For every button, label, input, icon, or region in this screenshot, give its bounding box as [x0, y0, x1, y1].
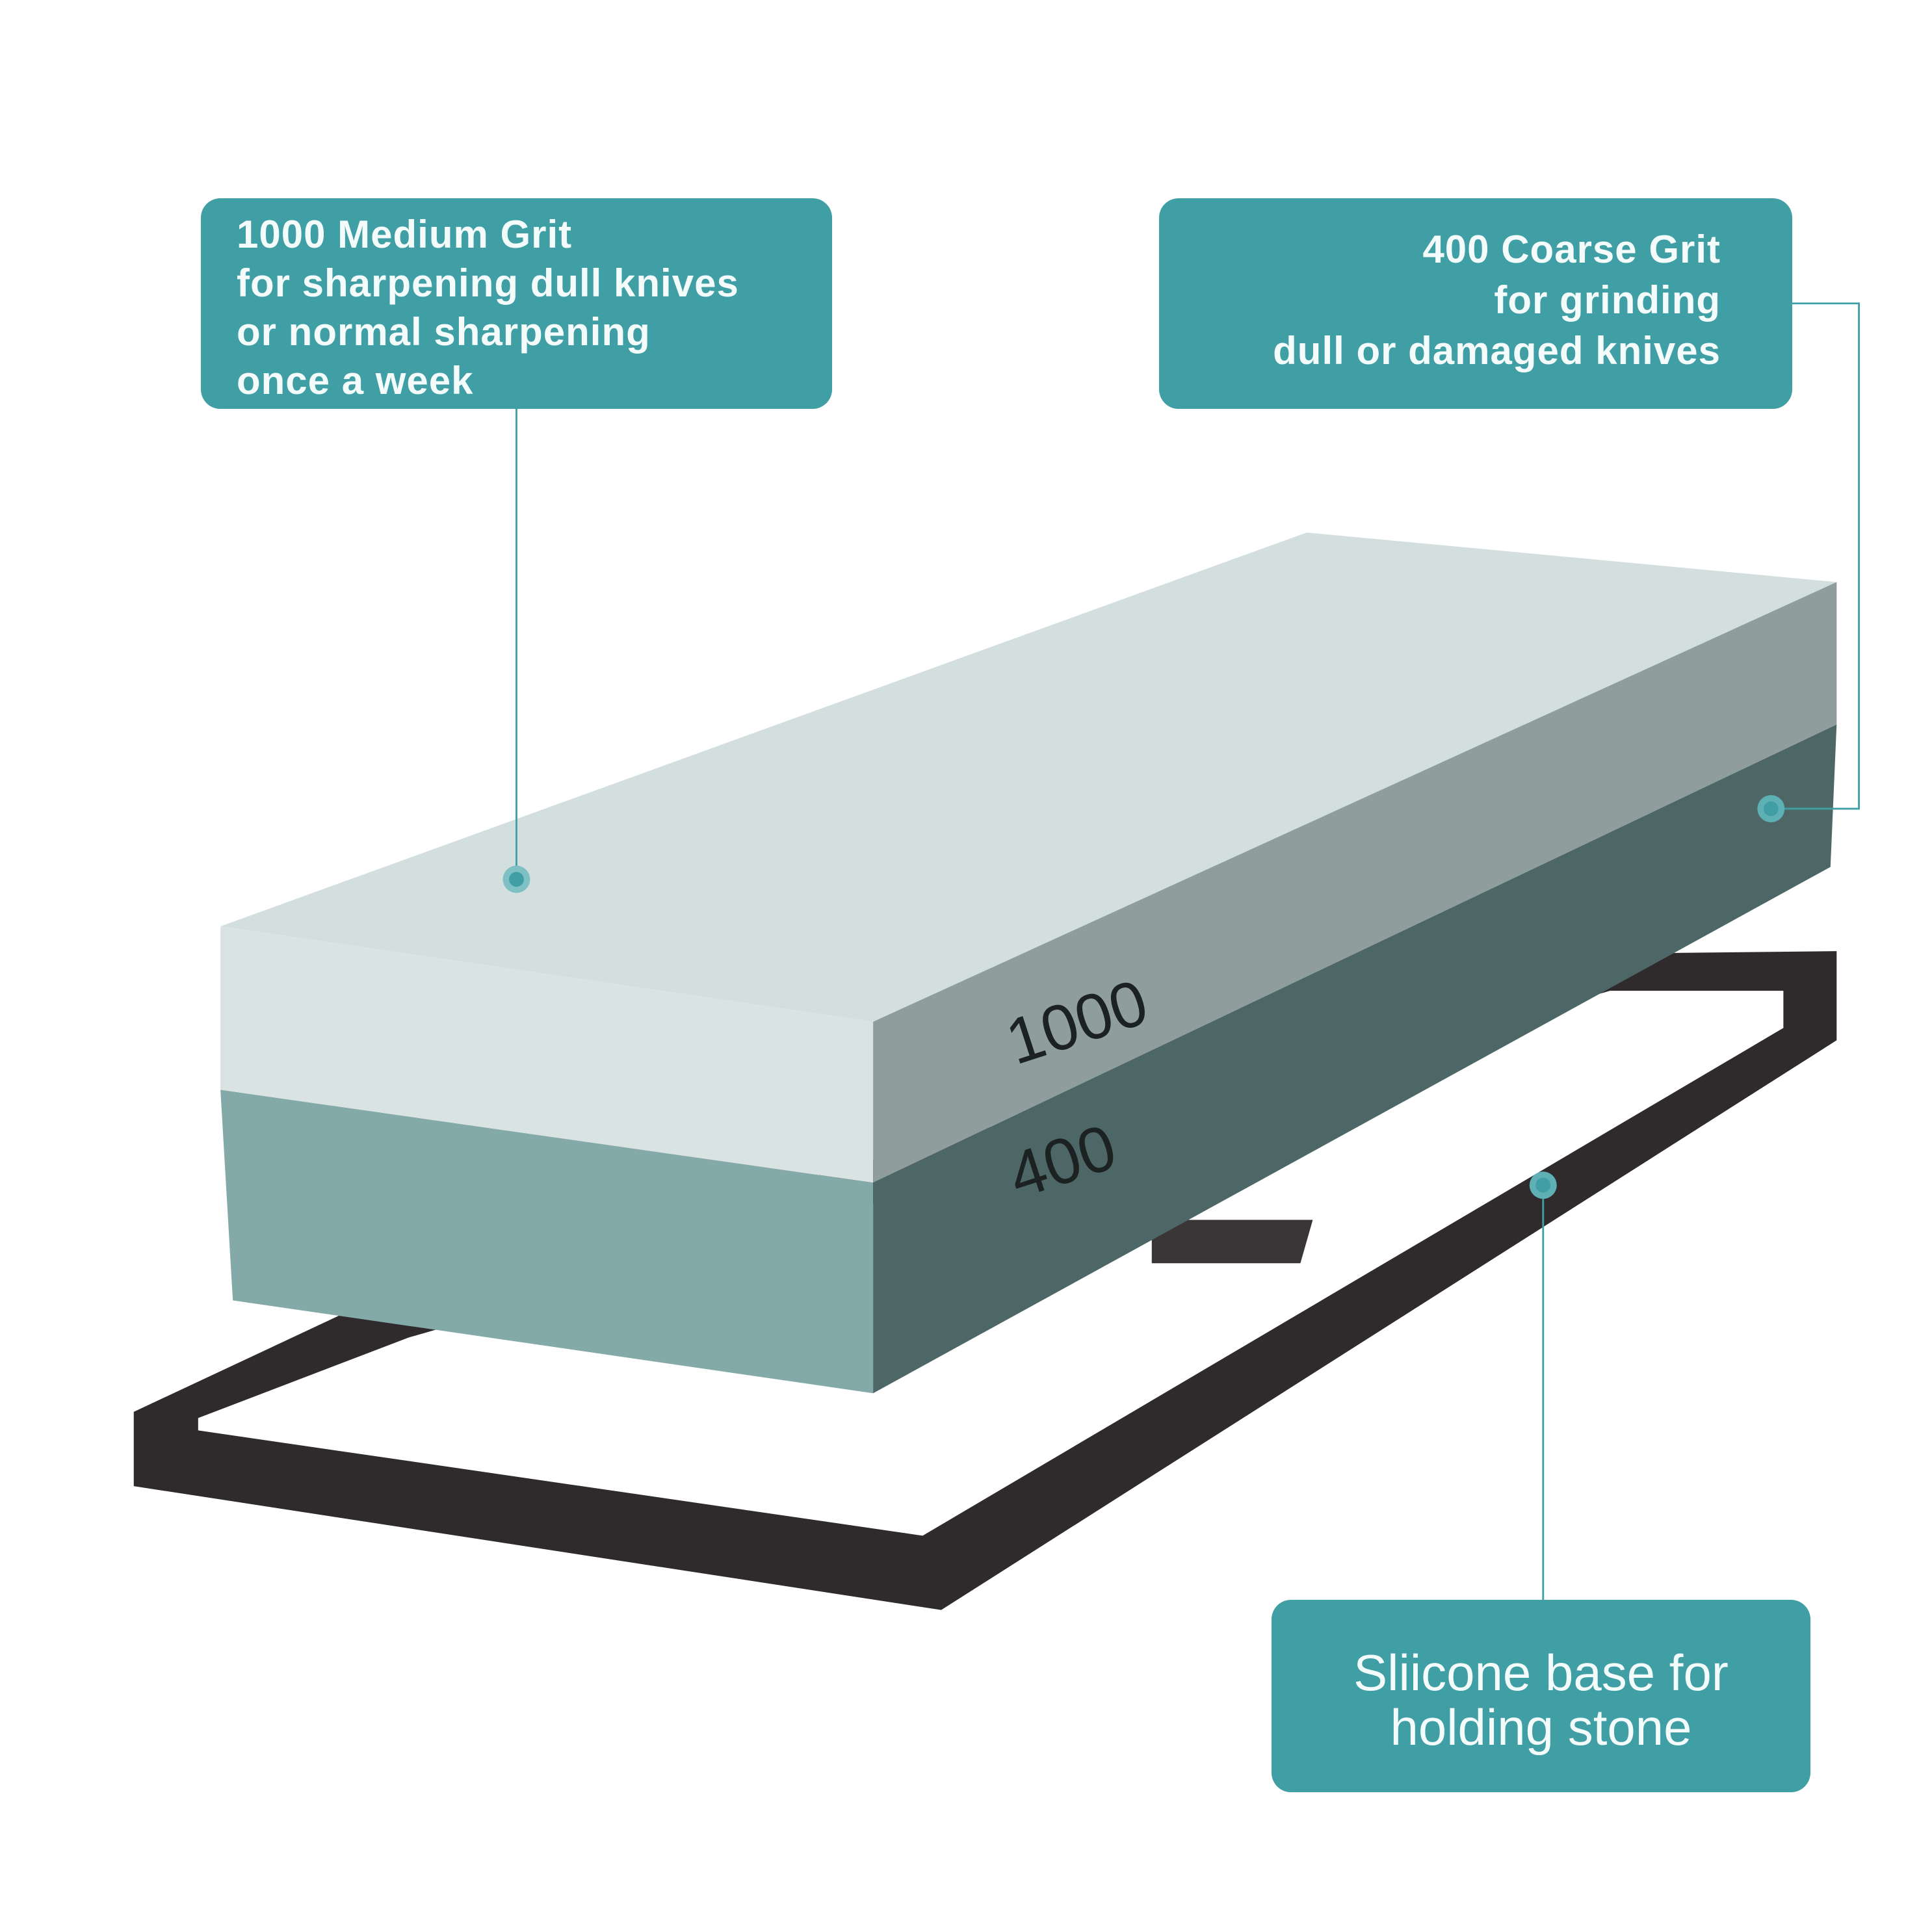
callout-text: Sliicone base for [1353, 1644, 1729, 1701]
leader-line-coarse [1771, 302, 1860, 810]
callout-text: holding stone [1390, 1699, 1692, 1756]
callout-silicone-base: Sliicone base for holding stone [1272, 1600, 1810, 1792]
callout-text: or normal sharpening [237, 310, 651, 354]
leader-lines [516, 302, 1860, 1600]
whetstone: 1000 400 [220, 532, 1837, 1394]
callout-text: for sharpening dull knives [237, 261, 739, 305]
callout-text: once a week [237, 359, 474, 402]
callout-medium-grit: 1000 Medium Grit for sharpening dull kni… [201, 198, 832, 409]
callout-title: 400 Coarse Grit [1422, 228, 1721, 271]
callout-coarse-grit: 400 Coarse Grit for grinding dull or dam… [1159, 198, 1792, 409]
marker-dot-icon [1763, 801, 1779, 816]
marker-dot-icon [509, 872, 524, 887]
callout-text: dull or damaged knives [1273, 329, 1721, 372]
marker-dots [503, 795, 1785, 1199]
marker-dot-icon [1535, 1177, 1551, 1193]
callout-title: 1000 Medium Grit [237, 213, 573, 256]
callout-text: for grinding [1494, 278, 1721, 322]
